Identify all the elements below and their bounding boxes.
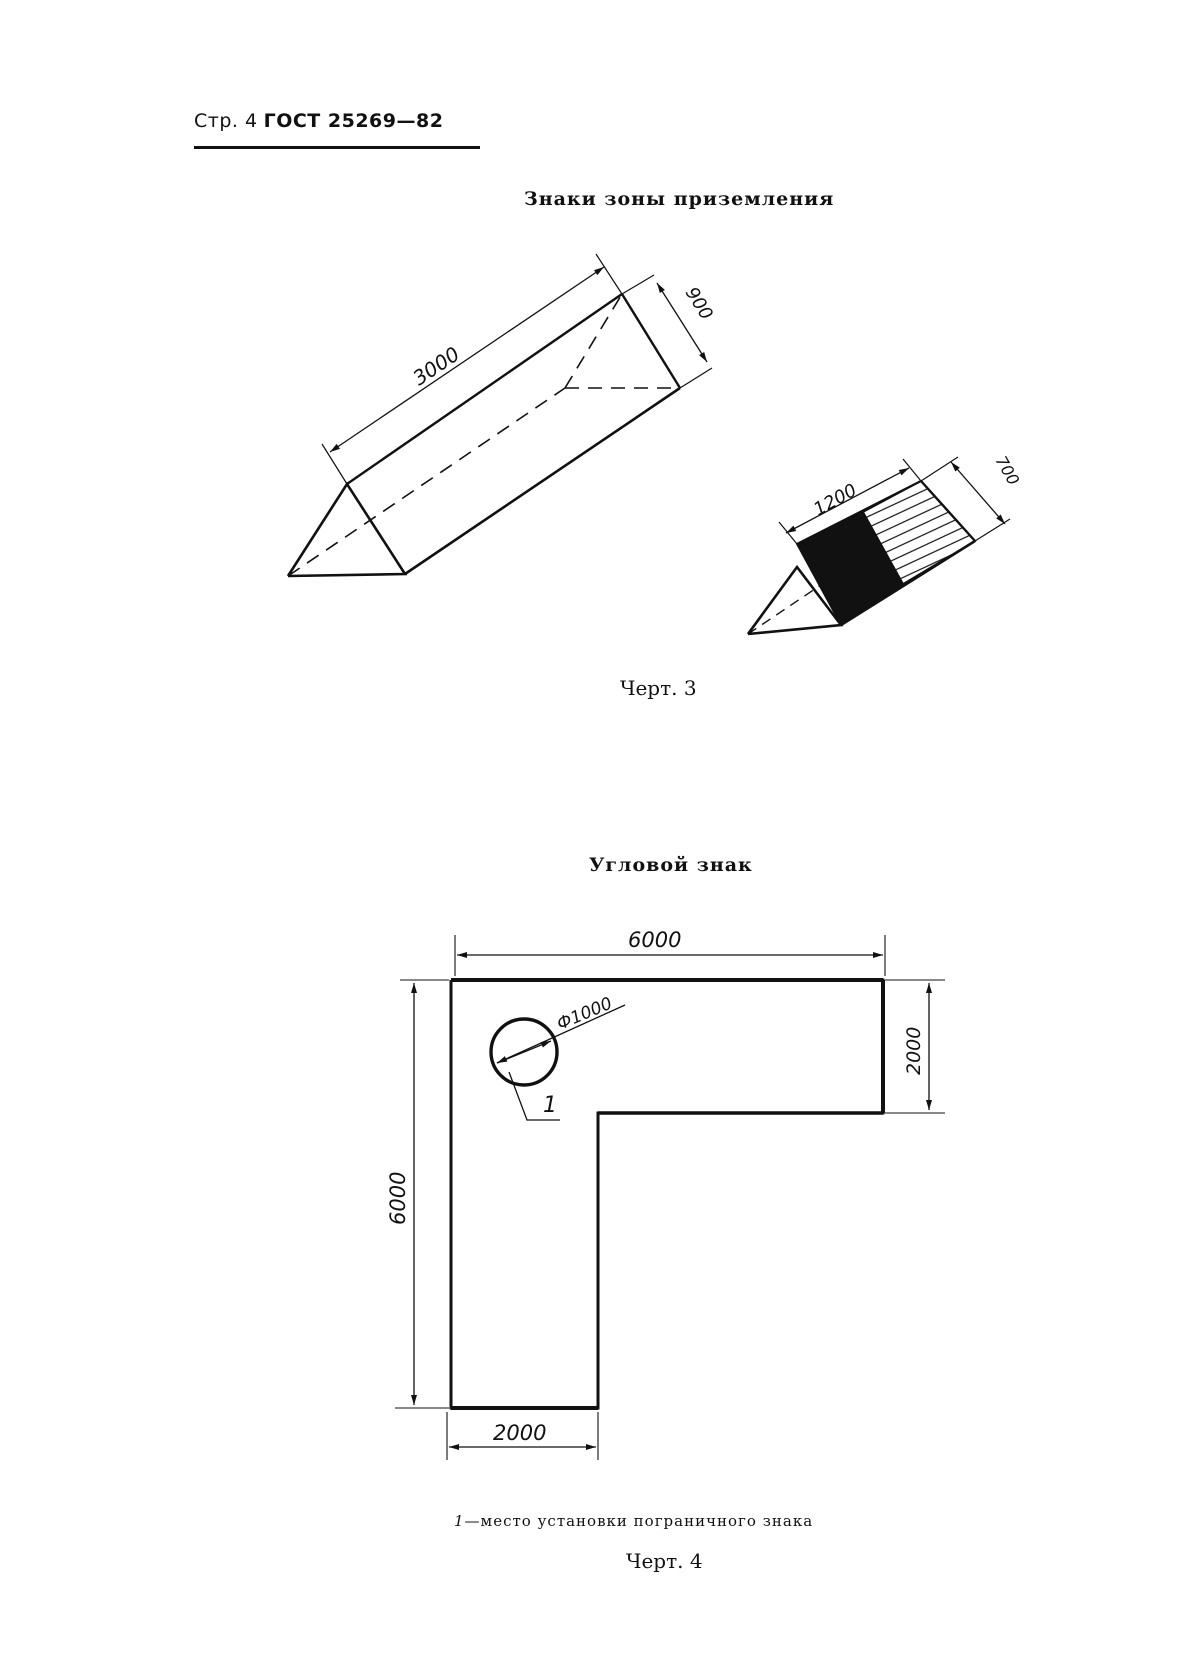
standard-number: ГОСТ 25269—82	[263, 110, 444, 132]
bottom-width-dimension: 2000	[493, 1421, 546, 1445]
boundary-sign-circle	[489, 1017, 559, 1087]
figure3-title: Знаки зоны приземления	[524, 188, 835, 210]
legend-number: 1	[454, 1512, 465, 1530]
circle-diameter-dimension: Ф1000	[554, 994, 615, 1035]
figure4-legend: 1—место установки пограничного знака	[454, 1512, 813, 1530]
figure4-title: Угловой знак	[589, 854, 753, 876]
figure4-caption: Черт. 4	[626, 1549, 703, 1573]
page-number: Стр. 4	[194, 110, 258, 132]
figure3-caption: Черт. 3	[620, 676, 697, 700]
arm-height-dimension: 2000	[903, 1027, 925, 1075]
large-landing-sign	[286, 253, 713, 578]
callout-number: 1	[543, 1093, 557, 1118]
page-header: Стр. 4 ГОСТ 25269—82	[194, 110, 443, 132]
header-rule	[194, 146, 480, 149]
legend-text: —место установки пограничного знака	[464, 1512, 814, 1530]
left-height-dimension: 6000	[386, 1172, 410, 1225]
corner-mark	[395, 935, 945, 1460]
small-landing-sign	[746, 456, 1011, 636]
top-width-dimension: 6000	[628, 928, 681, 952]
